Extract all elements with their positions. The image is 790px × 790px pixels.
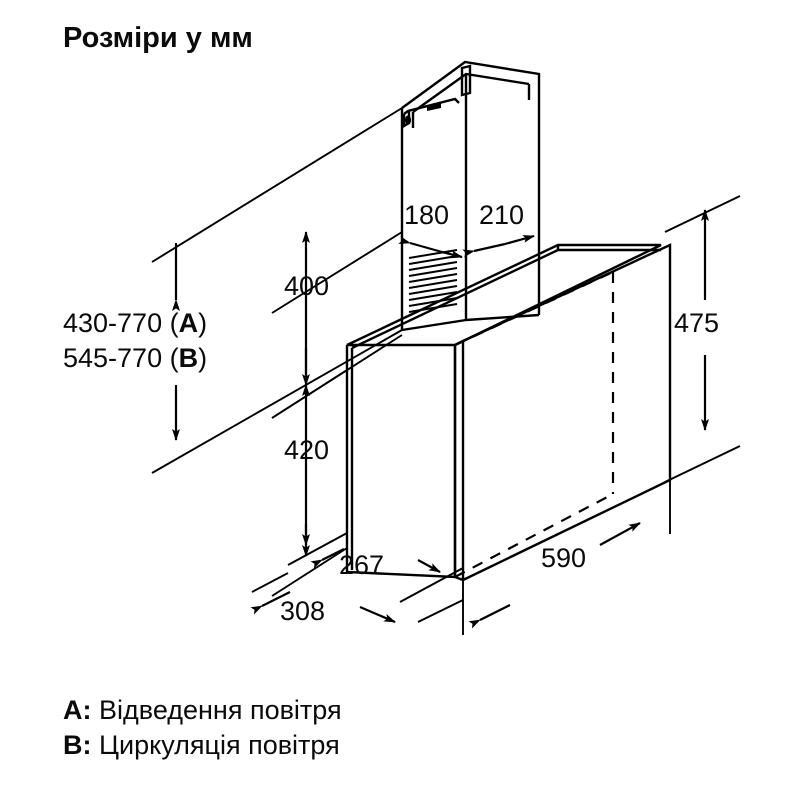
dimension-400 xyxy=(271,231,403,419)
dimension-180 xyxy=(398,188,467,259)
dimension-label-chimney-depth: 180 xyxy=(404,200,450,230)
dimension-height-range xyxy=(151,107,403,474)
hidden-edges xyxy=(454,271,615,578)
dimension-label-base-depth: 308 xyxy=(280,596,326,626)
chimney-duct xyxy=(400,60,541,332)
dimension-label-body-depth: 267 xyxy=(339,550,385,580)
dimension-label-chimney-width: 210 xyxy=(479,200,525,230)
page-title: Розміри у мм xyxy=(63,22,253,54)
dimension-label-body-width: 590 xyxy=(541,543,587,573)
range-a-letter: A xyxy=(178,308,199,338)
dimension-label-height-range-b: 545-770 (B) xyxy=(63,343,208,373)
hood-geometry xyxy=(151,60,741,635)
legend-b-text: Циркуляція повітря xyxy=(99,730,340,760)
hood-body xyxy=(345,243,672,582)
dimension-267 xyxy=(287,524,464,603)
dimension-label-chimney-height: 400 xyxy=(284,271,330,301)
dimension-label-height-range-a: 430-770 (A) xyxy=(63,308,208,338)
legend-b-key: B: xyxy=(63,730,92,760)
bracket-detail-top xyxy=(460,64,472,97)
range-b-letter: B xyxy=(178,343,199,373)
dimension-590 xyxy=(462,480,671,635)
dimension-308 xyxy=(250,572,464,624)
dimension-label-side-height: 475 xyxy=(674,308,720,338)
range-b-value: 545-770 xyxy=(63,343,163,373)
dimension-420 xyxy=(271,369,348,597)
legend-a-text: Відведення повітря xyxy=(99,695,342,725)
dimension-210 xyxy=(462,188,540,258)
dimension-label-body-height: 420 xyxy=(284,435,330,465)
range-a-value: 430-770 xyxy=(63,308,163,338)
legend-item-b: B: Циркуляція повітря xyxy=(63,732,340,759)
vent-grille xyxy=(408,249,458,313)
legend-item-a: A: Відведення повітря xyxy=(63,697,342,724)
legend-a-key: A: xyxy=(63,695,92,725)
bracket-detail xyxy=(402,97,460,129)
dimension-475 xyxy=(664,195,741,483)
